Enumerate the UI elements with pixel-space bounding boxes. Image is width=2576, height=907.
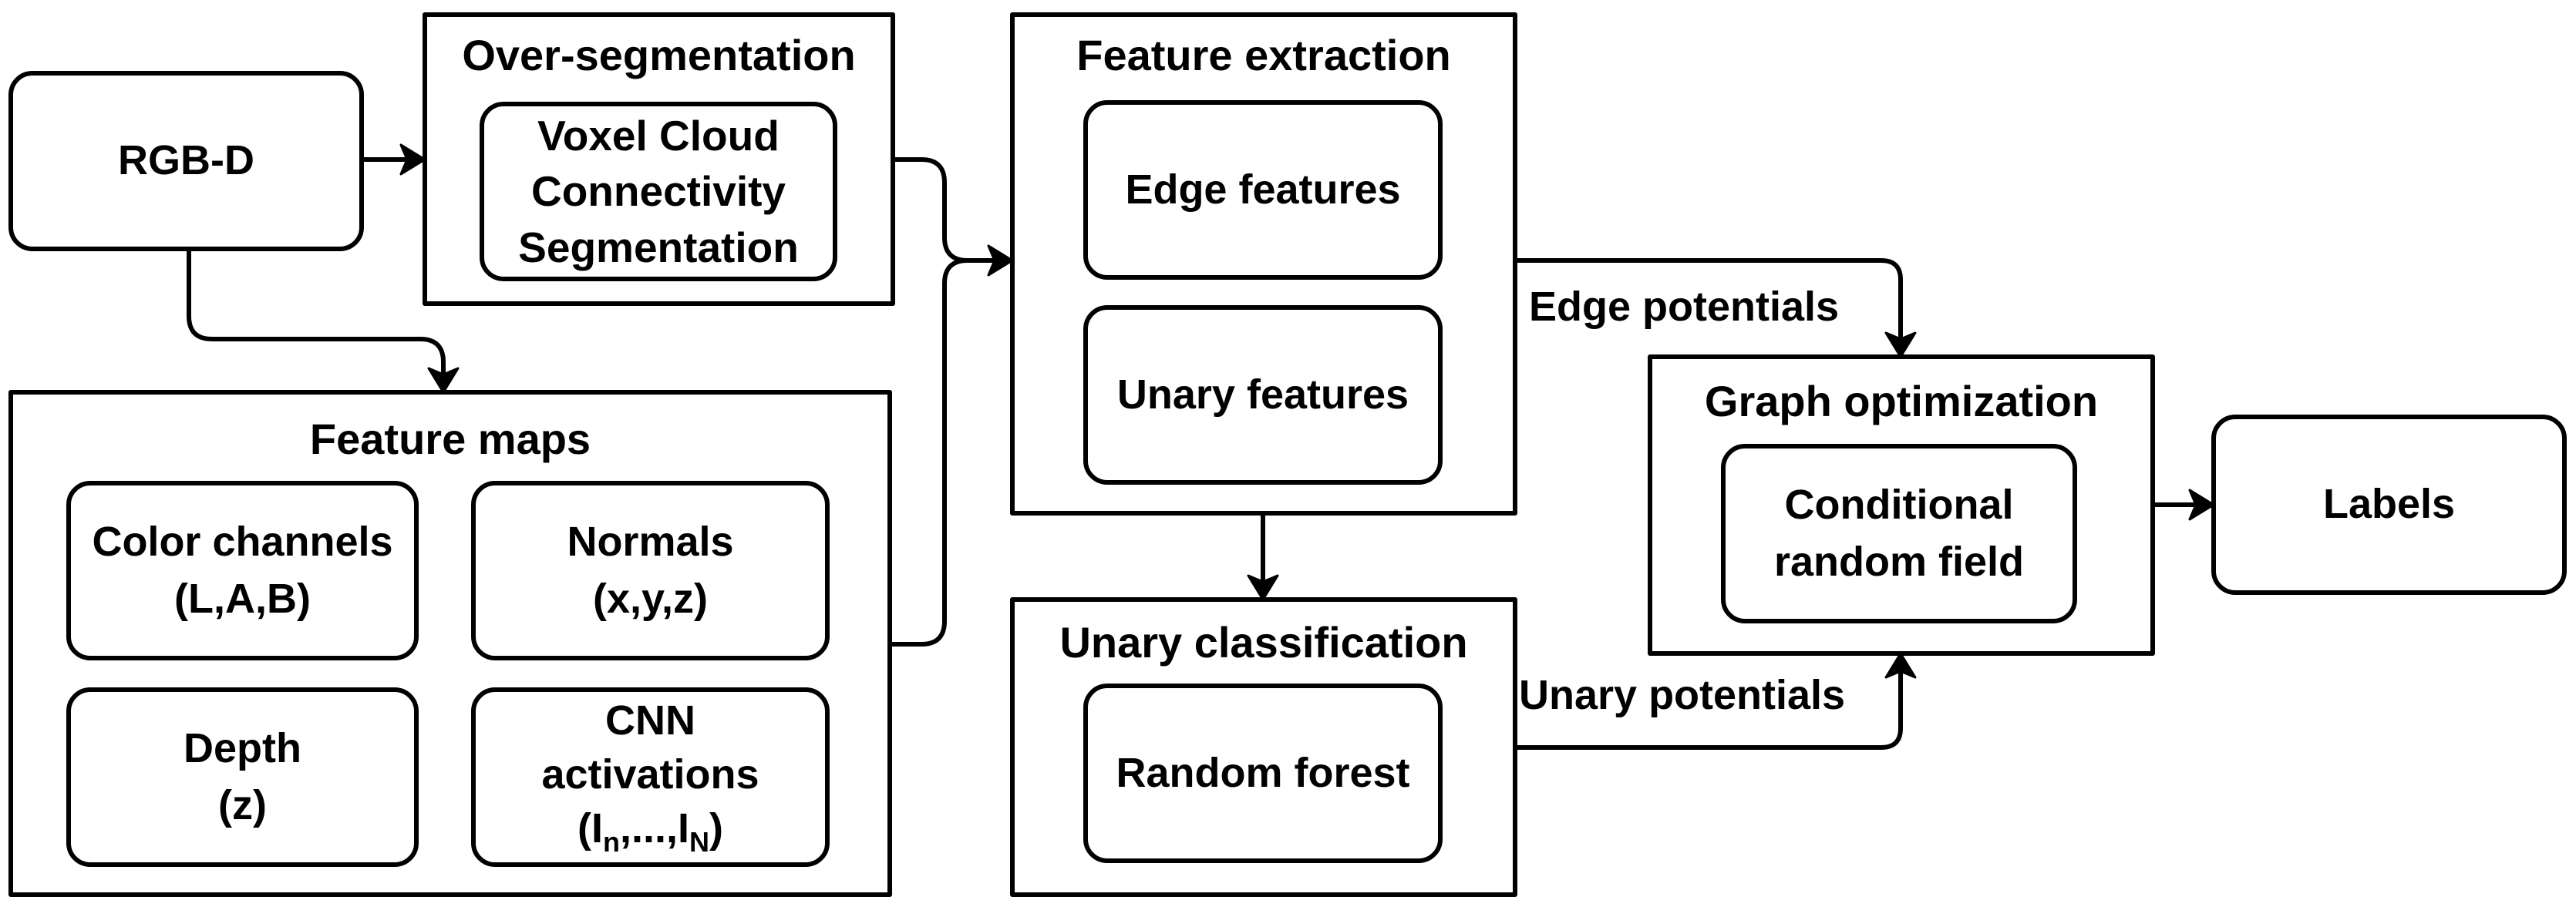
edge-features-label: Edge features bbox=[1086, 102, 1440, 277]
color-channels-box bbox=[66, 481, 419, 660]
feature-maps-title: Feature maps bbox=[309, 415, 591, 463]
connector-featuremaps-featureextraction bbox=[887, 258, 970, 647]
color-channels-line-1: Color channels bbox=[92, 519, 393, 566]
cnn-line-1: CNN bbox=[605, 697, 695, 744]
connector-edge-potentials bbox=[1513, 258, 1903, 347]
crf-box bbox=[1721, 444, 2077, 623]
color-channels-label: Color channels (L,A,B) bbox=[69, 483, 416, 658]
connector-vccs-featureextraction bbox=[891, 157, 1002, 263]
depth-box bbox=[66, 687, 419, 867]
cnn-box bbox=[471, 687, 830, 867]
arrowhead-unary-potentials bbox=[1884, 652, 1917, 679]
cnn-range-sub-start: n bbox=[602, 826, 620, 858]
cnn-label: CNN activations (In,...,IN) bbox=[473, 690, 827, 865]
cnn-line-2: activations bbox=[541, 751, 759, 798]
cnn-range-mid: ,...,I bbox=[619, 805, 690, 852]
color-channels-line-2: (L,A,B) bbox=[174, 575, 311, 622]
unary-features-box bbox=[1083, 305, 1443, 485]
vccs-line-2: Connectivity bbox=[530, 167, 786, 216]
random-forest-text: Random forest bbox=[1116, 749, 1410, 796]
arrowhead-unaryclass bbox=[1247, 574, 1279, 601]
feature-extraction-title: Feature extraction bbox=[1076, 31, 1451, 79]
normals-line-1: Normals bbox=[567, 519, 734, 566]
edge-features-text: Edge features bbox=[1125, 166, 1401, 213]
vccs-label: Voxel Cloud Connectivity Segmentation bbox=[482, 104, 835, 279]
cnn-line-3: (In,...,IN) bbox=[577, 801, 723, 861]
connector-rgbd-featuremaps bbox=[187, 247, 446, 384]
cnn-range-open: (I bbox=[577, 805, 603, 852]
unary-potentials-label: Unary potentials bbox=[1519, 672, 1846, 718]
random-forest-box bbox=[1083, 684, 1443, 863]
random-forest-label: Random forest bbox=[1086, 686, 1440, 861]
graph-optimization-title: Graph optimization bbox=[1704, 377, 2099, 425]
labels-label: Labels bbox=[2214, 417, 2564, 593]
arrowhead-featuremaps bbox=[427, 367, 460, 394]
crf-line-2: random field bbox=[1773, 538, 2025, 585]
arrowhead-featureextraction bbox=[987, 244, 1014, 277]
labels-text: Labels bbox=[2322, 481, 2456, 528]
depth-line-1: Depth bbox=[184, 725, 301, 772]
vccs-line-1: Voxel Cloud bbox=[537, 111, 780, 160]
normals-label: Normals (x,y,z) bbox=[473, 483, 827, 658]
connector-unary-potentials bbox=[1513, 663, 1903, 750]
normals-box bbox=[471, 481, 830, 660]
unary-features-text: Unary features bbox=[1116, 371, 1409, 418]
over-segmentation-title: Over-segmentation bbox=[462, 31, 856, 79]
vccs-line-3: Segmentation bbox=[518, 223, 799, 271]
unary-classification-title: Unary classification bbox=[1059, 618, 1468, 667]
rgbd-text: RGB-D bbox=[118, 137, 254, 184]
unary-features-label: Unary features bbox=[1086, 307, 1440, 482]
edge-features-box bbox=[1083, 100, 1443, 280]
normals-line-2: (x,y,z) bbox=[592, 575, 709, 622]
arrowhead-edge-potentials bbox=[1884, 331, 1917, 358]
crf-label: Conditional random field bbox=[1723, 446, 2075, 621]
rgbd-label: RGB-D bbox=[11, 73, 362, 249]
cnn-range-close: ) bbox=[709, 805, 723, 852]
cnn-range-sub-end: N bbox=[689, 826, 710, 858]
vccs-box bbox=[480, 102, 837, 281]
edge-potentials-label: Edge potentials bbox=[1529, 284, 1840, 330]
depth-label: Depth (z) bbox=[69, 690, 416, 865]
arrowhead-labels bbox=[2188, 489, 2215, 521]
arrowhead-overseg bbox=[399, 143, 426, 176]
depth-line-2: (z) bbox=[218, 781, 267, 828]
crf-line-1: Conditional bbox=[1784, 482, 2014, 529]
